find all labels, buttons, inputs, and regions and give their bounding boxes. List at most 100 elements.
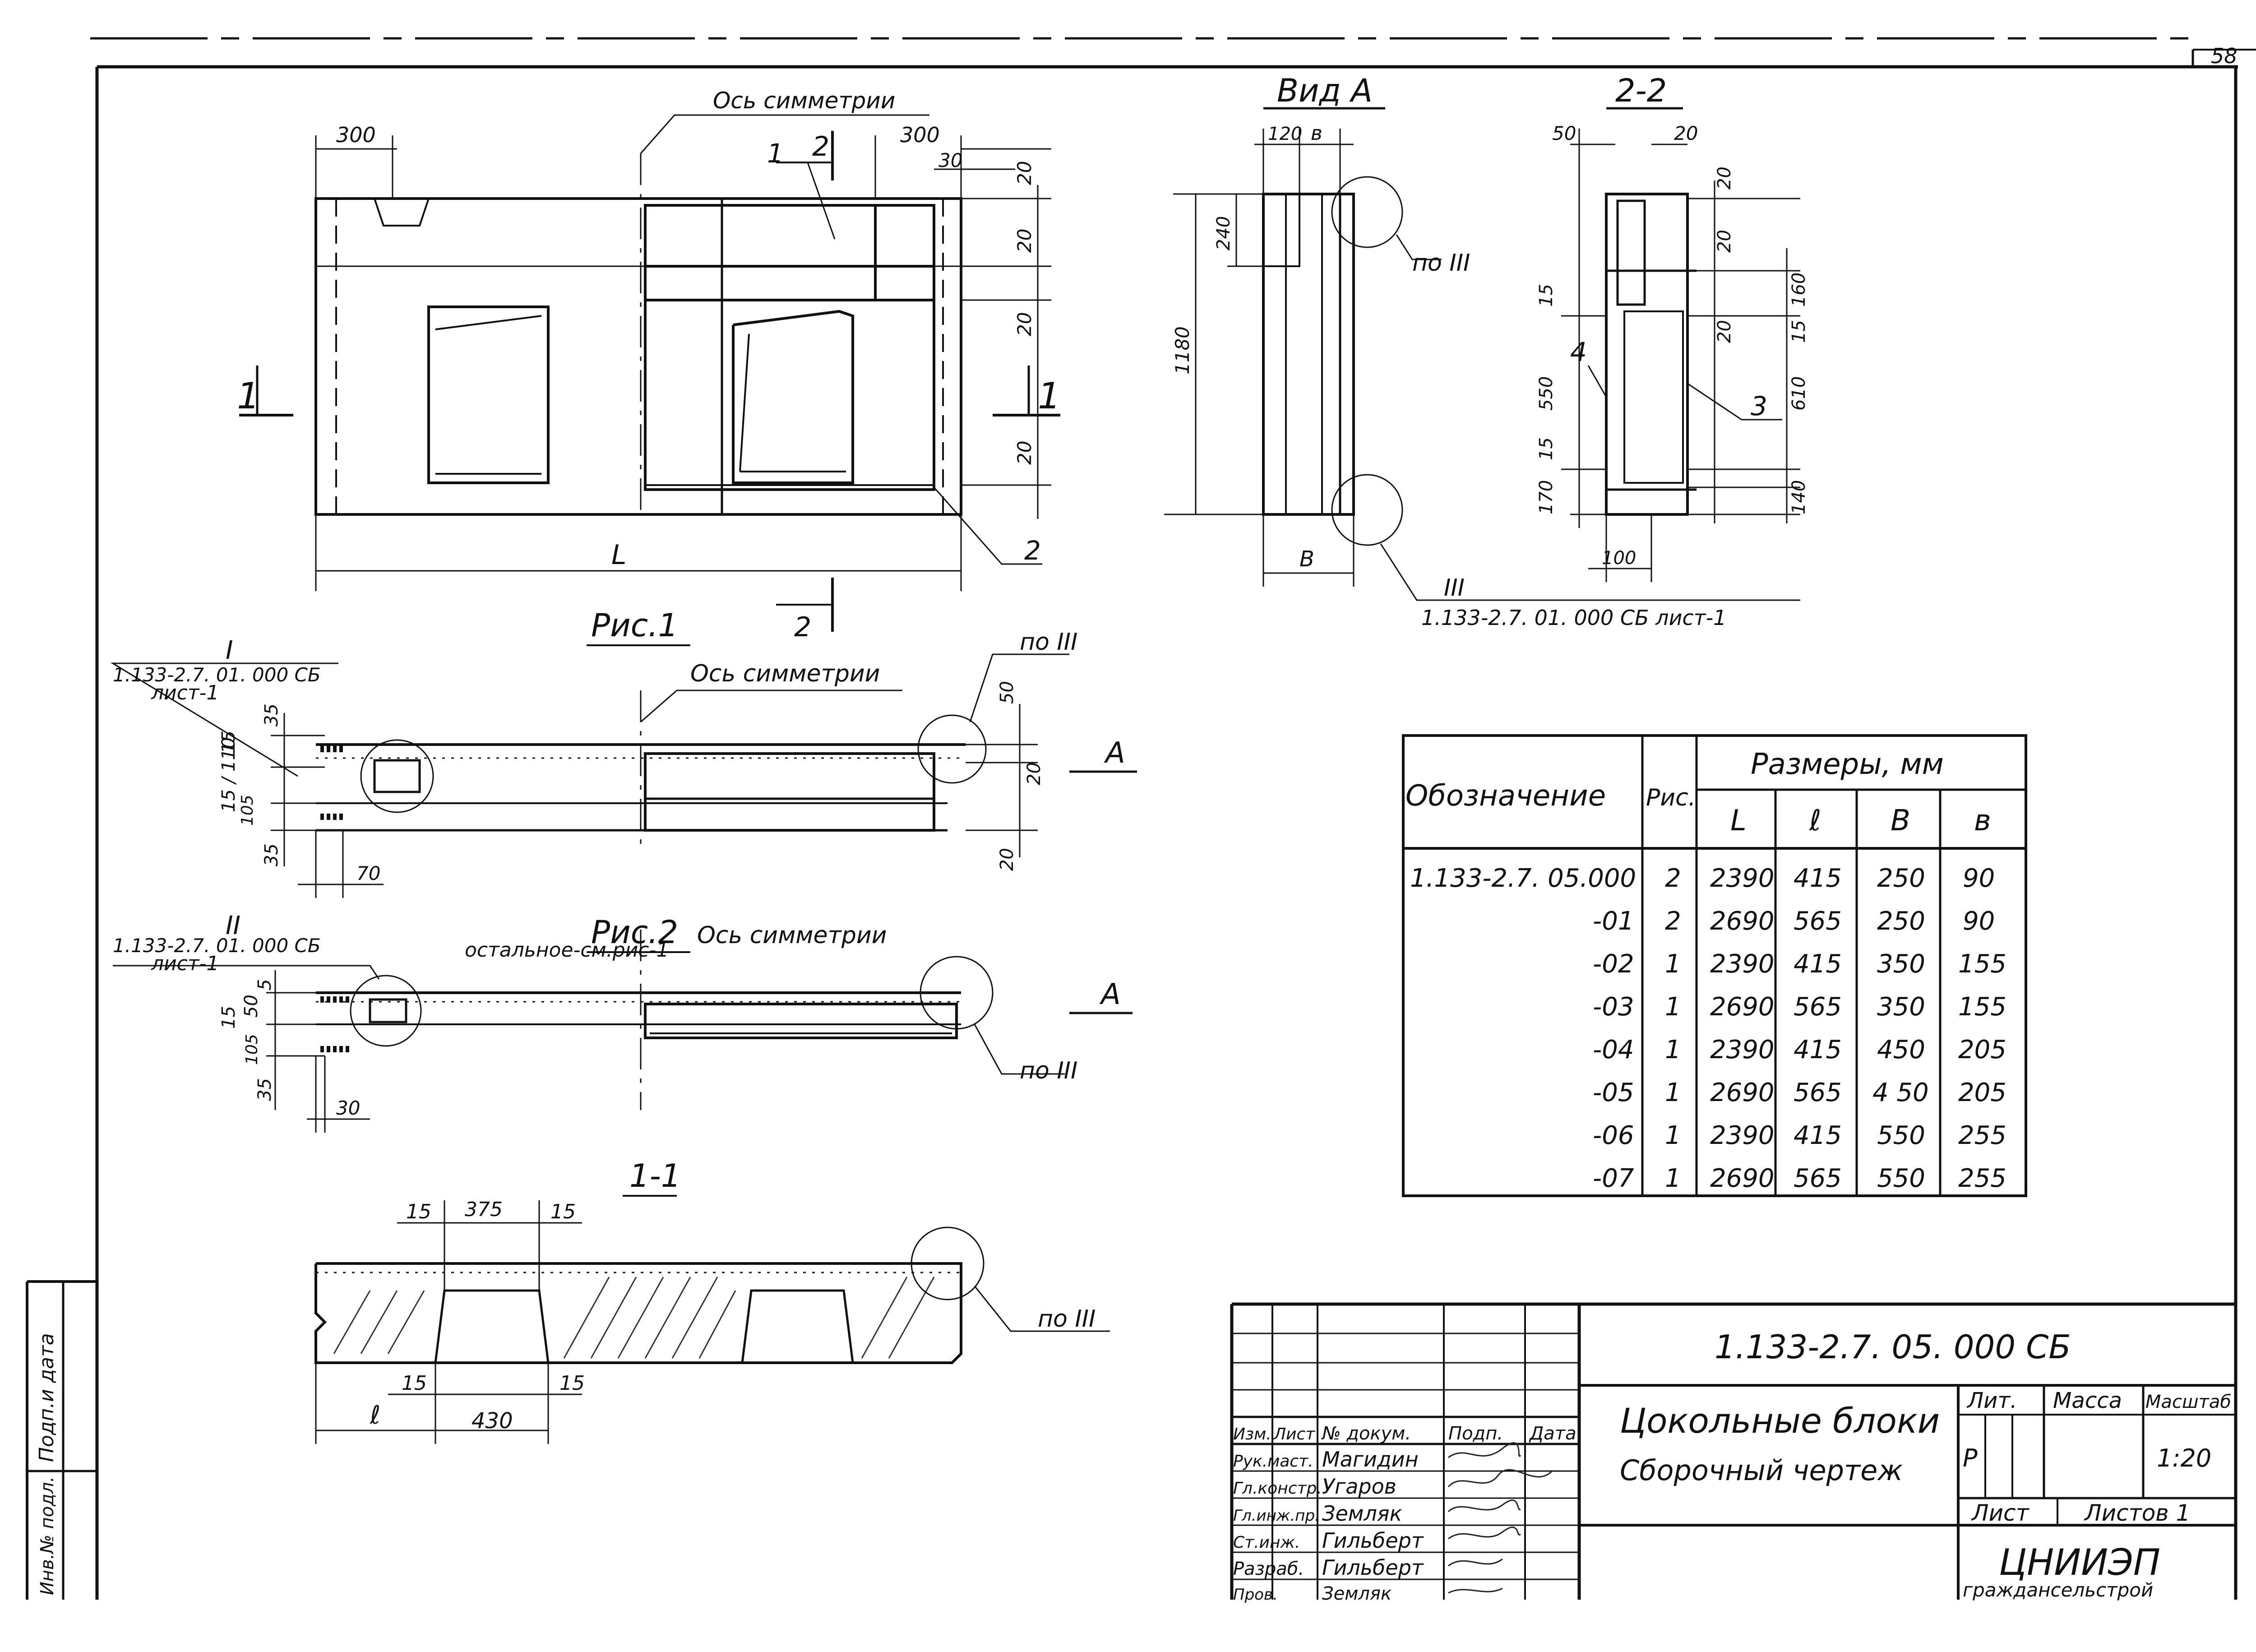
view-a [1164,107,1800,601]
fig1-dim-35-top: 35 [261,703,282,727]
view-a-ref-bottom-doc: 1.133-2.7. 01. 000 СБ лист-1 [1421,606,1726,630]
tb-role-3: Гл.инж.пр. [1233,1507,1320,1525]
view-a-ref-bottom-numeral: III [1444,574,1465,602]
s22-dim-20-b: 20 [1714,230,1735,253]
tb-org: ЦНИИЭП [1999,1541,2160,1583]
tb-role-6: Пров. [1233,1586,1278,1604]
s11-dim-15-bl: 15 [402,1372,427,1395]
section-2-bottom: 2 [794,611,811,643]
table-row-2-fig: 2 [1665,907,1681,936]
s22-dim-15-a: 15 [1536,284,1557,307]
tb-scale-label: Масштаб [2145,1392,2231,1412]
tb-title: Цокольные блоки [1620,1401,1940,1441]
table-row-5-b: 205 [1958,1035,2006,1064]
main-callout-2: 2 [1024,535,1041,566]
s22-dim-140: 140 [1789,480,1809,514]
main-dim-20-a: 20 [1013,161,1036,185]
s22-callout-3: 3 [1751,391,1767,421]
tb-lit-label: Лит. [1966,1388,2017,1413]
tb-h-date: Дата [1529,1423,1576,1444]
table-row-6-l: 565 [1794,1078,1842,1107]
section-1-left: 1 [237,375,260,417]
main-dim-300-left: 300 [336,123,376,147]
section-2-2-title: 2-2 [1615,72,1667,109]
margin-stamp [26,1280,97,1600]
section-1-right: 1 [1038,375,1061,417]
fig1-dim-50: 50 [997,681,1017,704]
table-row-3-L: 2390 [1710,949,1775,979]
fig2-dim-50: 50 [241,995,262,1018]
table-sub-B: В [1891,804,1910,838]
view-a-ref-top: по III [1412,250,1470,277]
s22-dim-15-c: 15 [1789,320,1809,343]
table-col-sizes: Размеры, мм [1751,748,1944,781]
margin-inv-num: Инв.№ подл. [37,1476,58,1595]
fig2-view-arrow: А [1099,978,1121,1011]
tb-name-1: Магидин [1322,1447,1419,1472]
s22-dim-170: 170 [1536,480,1557,514]
tb-role-2: Гл.констр. [1233,1479,1322,1498]
view-a-title: Вид А [1277,72,1373,109]
fig2-dim-105: 105 [243,1034,261,1065]
fig1-dim-15-110: 15 / 110 [218,737,239,812]
fig1-plan [110,644,1137,898]
fig1-dim-35-bottom: 35 [261,843,282,866]
view-a-dim-v: в [1311,122,1322,145]
fig1-dim-70: 70 [356,862,380,884]
table-col-designation: Обозначение [1405,779,1606,813]
tb-role-4: Ст.инж. [1233,1533,1300,1552]
main-view [239,114,1060,632]
tb-name-4: Гильберт [1322,1528,1424,1553]
table-row-6-B: 4 50 [1872,1078,1929,1107]
table-row-5-B: 450 [1877,1035,1925,1064]
view-a-dim-B: В [1299,546,1314,572]
main-dim-20-c: 20 [1013,312,1036,336]
s22-dim-100: 100 [1602,548,1636,569]
title-block [1230,1302,2236,1600]
sheet-number: 58 [2211,44,2238,68]
fig1-ref-sheet: лист-1 [151,681,219,704]
view-a-dim-240: 240 [1213,216,1234,250]
table-row-1-B: 250 [1877,864,1925,893]
s22-dim-20-top: 20 [1674,122,1698,144]
table-row-2-designation: -01 [1593,907,1634,936]
fig1-dim-15: 15 [218,731,239,754]
s22-callout-4: 4 [1570,337,1587,367]
table-row-4-B: 350 [1877,992,1925,1022]
main-dim-L: L [611,539,626,571]
fig2-axis-label: Ось симметрии [697,922,887,949]
tb-role-5: Разраб. [1233,1559,1304,1579]
table-row-2-L: 2690 [1710,907,1775,936]
table-row-7-designation: -06 [1593,1121,1634,1150]
fig1-ref-right: по III [1020,629,1077,656]
table-sub-l: ℓ [1809,804,1821,838]
table-row-7-b: 255 [1958,1121,2006,1150]
fig2-ref-sheet: лист-1 [151,952,219,975]
table-row-8-L: 2690 [1710,1164,1775,1193]
section-1-1 [314,1195,1110,1444]
s22-dim-15-b: 15 [1536,437,1557,460]
tb-name-2: Угаров [1322,1474,1396,1499]
fig2-title: Рис.2 [591,914,678,951]
main-dim-30: 30 [938,149,962,171]
table-col-fig: Рис. [1646,784,1696,811]
table-row-6-fig: 1 [1665,1078,1681,1107]
tb-h-sign: Подп. [1448,1423,1503,1444]
fig2-ref-numeral: II [226,911,240,940]
s22-dim-160: 160 [1789,273,1809,307]
table-row-8-fig: 1 [1665,1164,1681,1193]
fig2-dim-5: 5 [254,979,275,990]
table-row-2-b: 90 [1963,907,1995,936]
tb-name-3: Земляк [1322,1501,1402,1526]
tb-h-change: Изм. [1233,1425,1271,1444]
tb-lit-value: Р [1963,1444,1978,1472]
s11-dim-15-br: 15 [559,1372,585,1395]
s11-ref-right: по III [1038,1305,1096,1333]
main-dim-20-d: 20 [1013,441,1036,465]
fig2-dim-35: 35 [254,1078,275,1101]
table-row-3-designation: -02 [1593,949,1634,979]
s22-dim-20-a: 20 [1714,167,1735,190]
table-row-1-designation: 1.133-2.7. 05.000 [1410,864,1636,893]
s11-dim-l: ℓ [370,1401,380,1430]
